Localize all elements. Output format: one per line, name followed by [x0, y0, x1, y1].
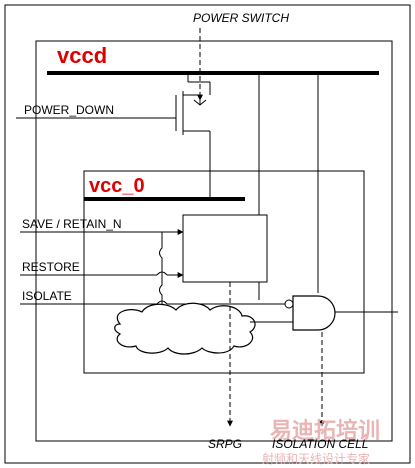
vccd-label: vccd [57, 43, 107, 68]
power-down-label: POWER_DOWN [24, 103, 114, 117]
isolate-inversion-bubble [284, 299, 294, 309]
vccd-domain-box [35, 40, 393, 442]
watermark-sub: 射频和天线设计专家 [262, 451, 370, 466]
power-switch-transistor [175, 73, 211, 199]
srpg-label: SRPG [208, 437, 242, 451]
vcc0-label: vcc_0 [89, 175, 145, 197]
watermark-main: 易迪拓培训 [270, 418, 380, 443]
isolation-cell-label: ISOLATION CELL [272, 437, 368, 451]
power-switch-label: POWER SWITCH [193, 11, 289, 25]
restore-label: RESTORE [22, 260, 80, 274]
retention-register [182, 214, 268, 283]
isolate-label: ISOLATE [22, 289, 72, 303]
isolation-and-gate [292, 295, 336, 331]
outer-frame [4, 4, 411, 464]
save-retain-label: SAVE / RETAIN_N [22, 217, 122, 231]
logic-cloud [114, 302, 256, 355]
vcc0-domain-box [83, 170, 365, 374]
